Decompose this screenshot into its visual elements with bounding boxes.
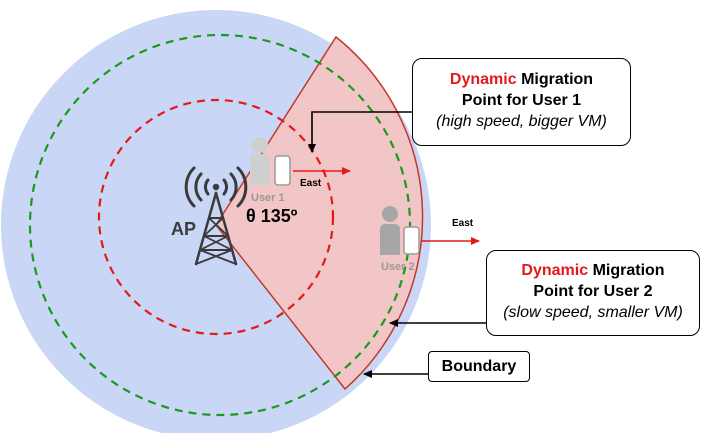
boundary-label: Boundary: [441, 358, 517, 375]
callout1-title: Dynamic Migration: [413, 69, 630, 90]
callout1-migration-word: Migration: [516, 71, 594, 88]
user2-direction-label: East: [452, 218, 474, 229]
user2-phone-icon: [403, 226, 420, 255]
callout1-subtitle: Point for User 1: [461, 92, 582, 109]
boundary-label-box: Boundary: [428, 351, 530, 382]
callout-user1-migration-point: Dynamic Migration Point for User 1 (high…: [412, 58, 631, 146]
callout2-dynamic-word: Dynamic: [521, 262, 589, 279]
callout2-subtitle: Point for User 2: [533, 283, 653, 300]
angle-label: θ 135º: [246, 206, 298, 226]
user1-direction-label: East: [300, 178, 322, 189]
user1-label: User 1: [251, 192, 285, 204]
callout-user2-migration-point: Dynamic Migration Point for User 2 (slow…: [486, 250, 700, 336]
user2-label: User 2: [381, 261, 415, 273]
callout1-dynamic-word: Dynamic: [449, 71, 517, 88]
callout2-migration-word: Migration: [588, 262, 665, 279]
outer-coverage-ring: [28, 33, 412, 417]
user2-person-icon: [380, 206, 400, 255]
user1-person-icon: [250, 137, 270, 185]
migration-sector: [215, 35, 424, 391]
ap-tower-icon: [184, 166, 248, 266]
inner-migration-ring: [97, 98, 335, 336]
callout2-title: Dynamic Migration: [487, 260, 699, 281]
ap-label: AP: [171, 219, 196, 239]
callout2-note: (slow speed, smaller VM): [503, 304, 683, 321]
callout1-pointer-arrow: [308, 111, 412, 153]
user1-phone-icon: [274, 155, 291, 186]
callout1-note: (high speed, bigger VM): [436, 113, 607, 130]
